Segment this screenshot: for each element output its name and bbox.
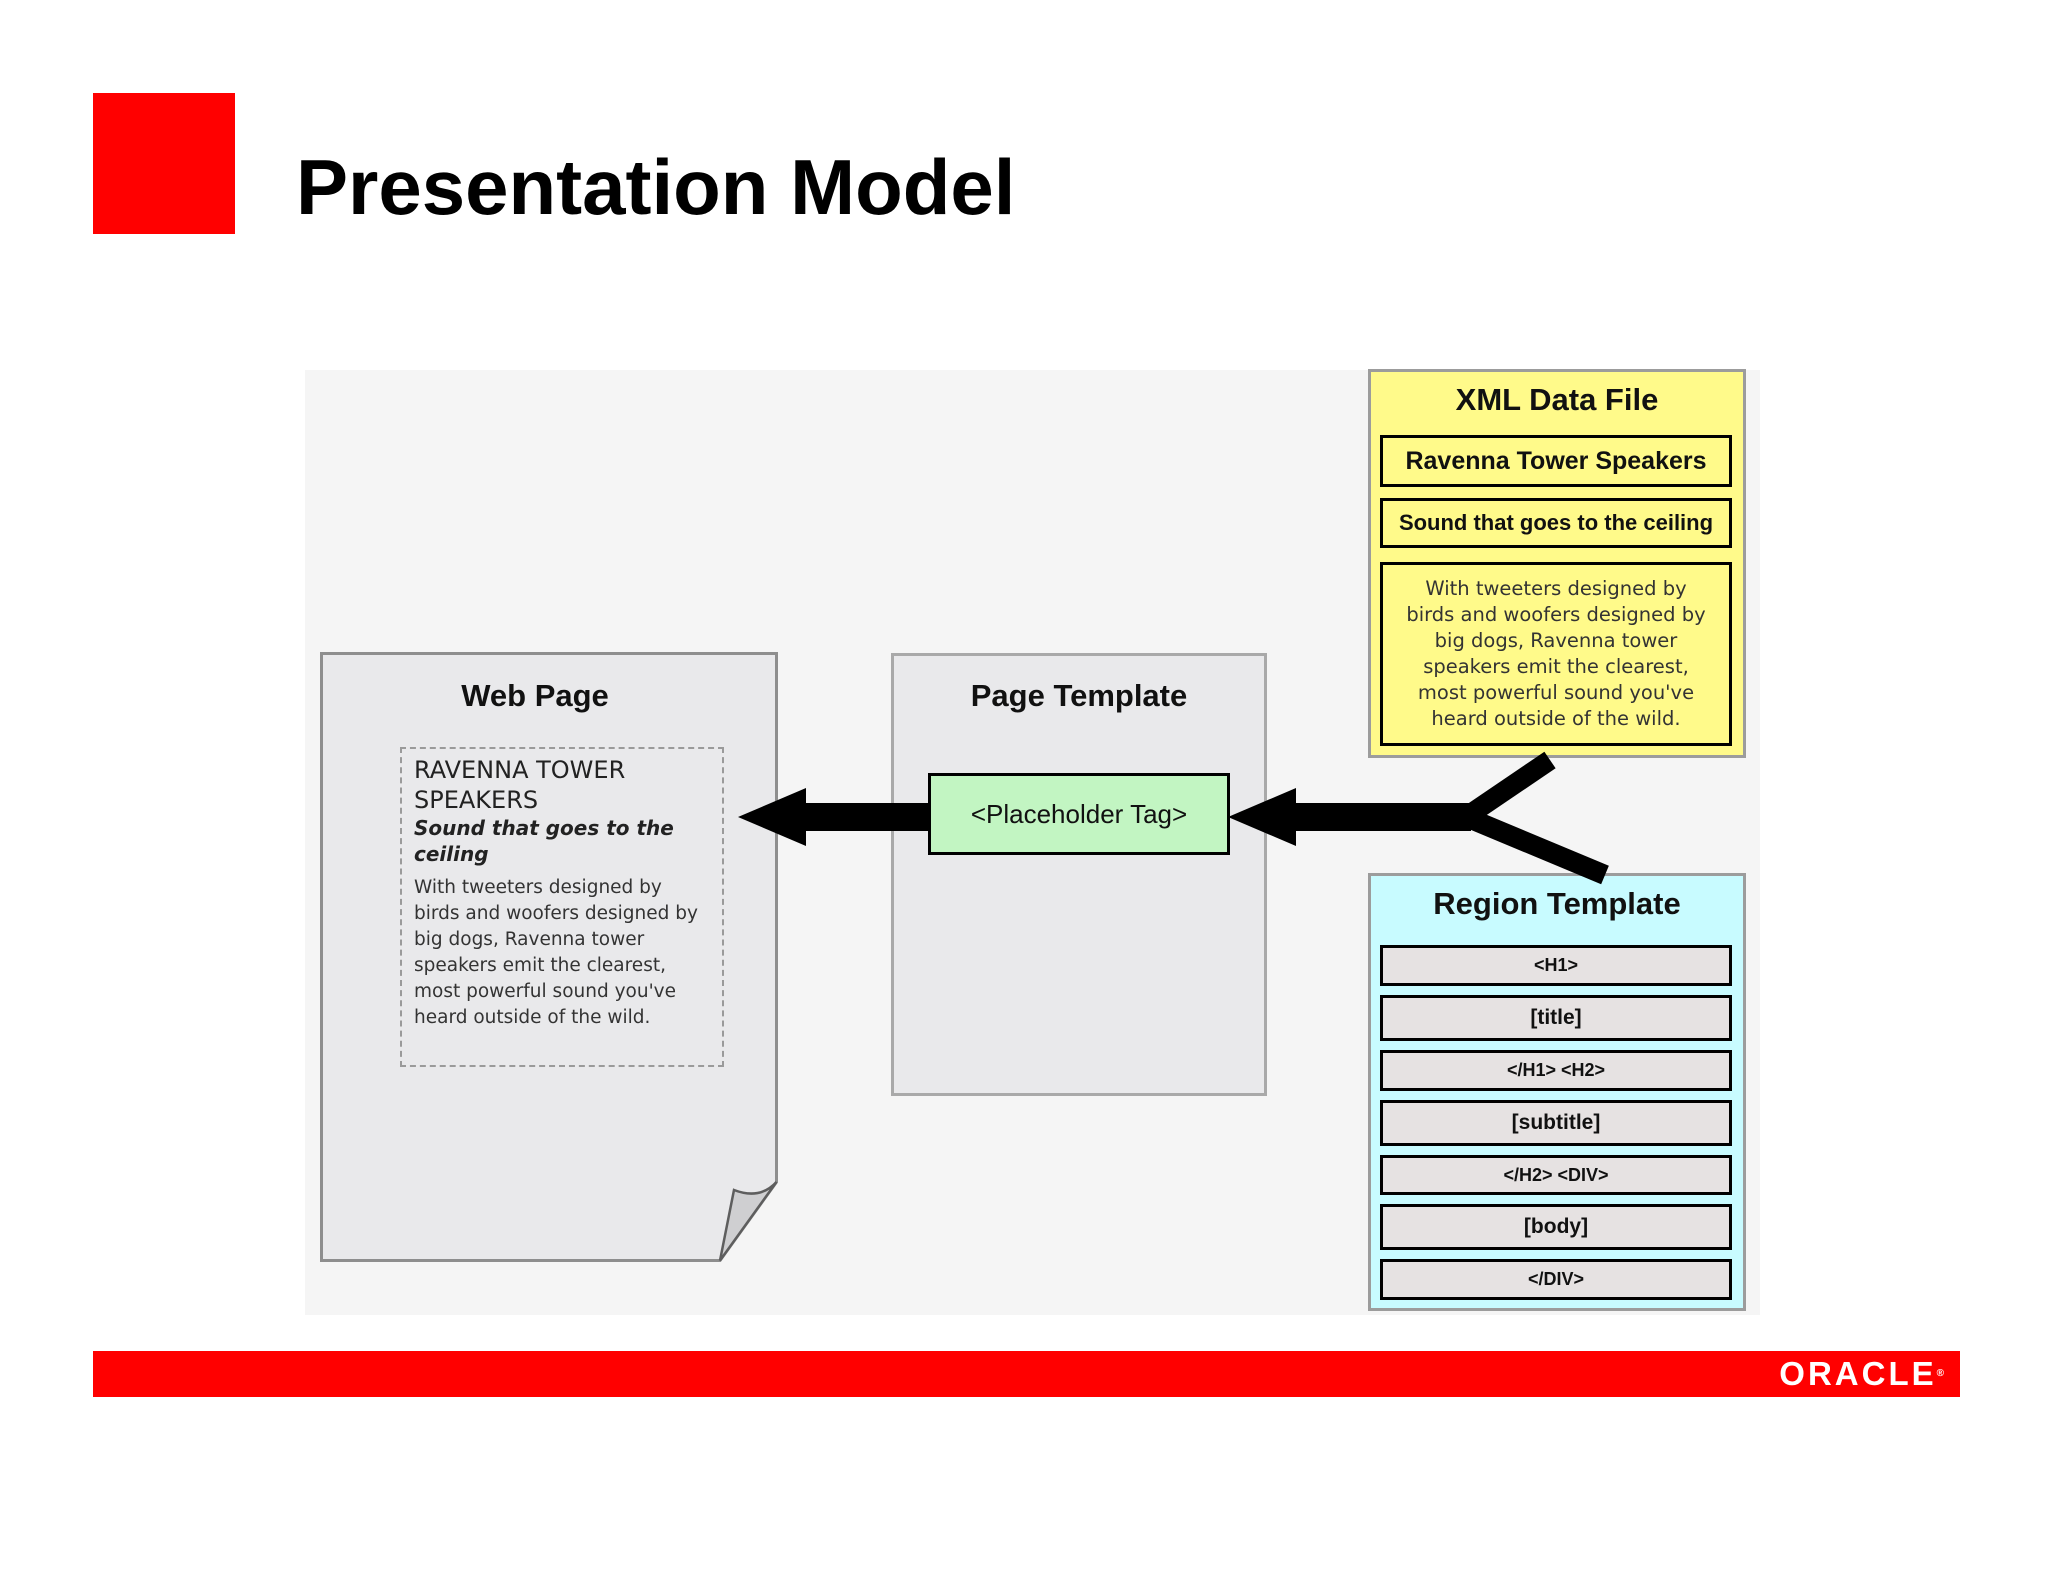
region-row-subtitle: [subtitle] xyxy=(1380,1100,1732,1146)
arrow-template-to-web-page xyxy=(738,788,930,846)
page-template-title: Page Template xyxy=(970,678,1188,713)
region-row-div-close: </DIV> xyxy=(1380,1259,1732,1300)
placeholder-tag: <Placeholder Tag> xyxy=(928,773,1230,855)
region-row-title: [title] xyxy=(1380,995,1732,1041)
oracle-logo: ORACLE® xyxy=(1779,1355,1944,1392)
web-page-title: Web Page xyxy=(461,678,609,713)
web-page-subheading: Sound that goes to the ceiling xyxy=(414,816,674,866)
web-page-document xyxy=(320,652,778,1262)
web-page-body: With tweeters designed by birds and woof… xyxy=(414,877,698,1028)
footer-bar: ORACLE® xyxy=(93,1351,1960,1397)
slide-title: Presentation Model xyxy=(296,143,1016,231)
region-row-h1-close-h2-open: </H1> <H2> xyxy=(1380,1050,1732,1091)
xml-field-title: Ravenna Tower Speakers xyxy=(1380,435,1732,487)
region-row-h2-close-div-open: </H2> <DIV> xyxy=(1380,1155,1732,1195)
web-page-content-region: RAVENNA TOWER SPEAKERS Sound that goes t… xyxy=(400,747,724,1067)
xml-data-file-title: XML Data File xyxy=(1455,382,1659,417)
region-row-body: [body] xyxy=(1380,1204,1732,1250)
page-template-box xyxy=(891,653,1267,1096)
region-template-title: Region Template xyxy=(1433,886,1681,921)
arrow-sources-to-placeholder xyxy=(1228,751,1609,885)
web-page-heading: RAVENNA TOWER SPEAKERS xyxy=(414,756,626,814)
red-square-logo-mark xyxy=(93,93,235,234)
xml-field-subtitle: Sound that goes to the ceiling xyxy=(1380,498,1732,548)
xml-field-body: With tweeters designed by birds and woof… xyxy=(1380,562,1732,746)
region-row-h1-open: <H1> xyxy=(1380,945,1732,986)
oracle-logo-text: ORACLE xyxy=(1779,1355,1937,1392)
